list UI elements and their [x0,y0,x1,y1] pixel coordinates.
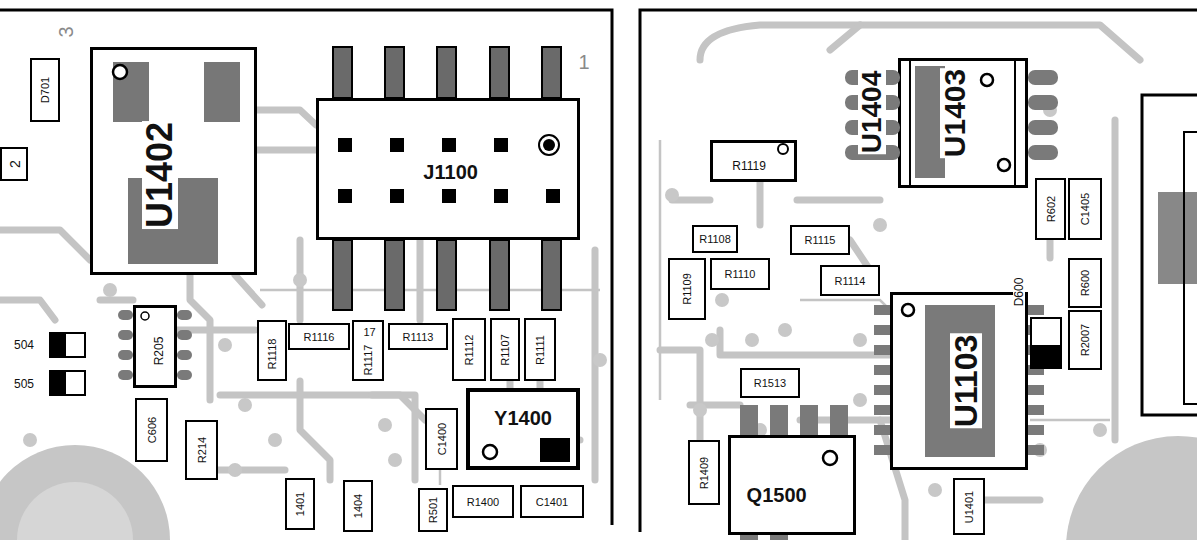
silkscreen-label: 504 [13,339,35,351]
component-outline: R1107 [490,318,520,381]
component-outline: 2 [0,147,28,181]
part-designator: R1108 [698,234,732,245]
component-outline: 1401 [285,478,315,530]
component-outline: 17R1117 [352,320,384,381]
component-outline: R1513 [740,368,800,398]
component-outline: C606 [135,398,168,462]
component-outline: R501 [418,488,448,532]
component-outline: R1118 [257,320,287,381]
part-designator: R602 [1045,195,1056,223]
part-designator: R1115 [804,235,837,246]
part-designator: R1109 [682,272,693,306]
component-outline: R1116 [288,323,350,350]
part-designator: R1111 [535,334,546,366]
part-designator: R1110 [724,269,757,280]
component-outline: Q1500 [728,435,856,535]
component-outline: R1409 [688,440,720,505]
part-designator: R205 [153,335,165,366]
part-designator: R1107 [500,333,511,367]
component-outline: R2007 [1068,310,1102,370]
component-outline: 1404 [343,480,373,532]
part-designator: 1401 [295,491,306,517]
component-outline: U1401 [953,478,985,535]
part-designator: R1119 [731,160,767,172]
component-outline: R600 [1068,258,1102,308]
component-outline: R1111 [524,318,556,381]
part-designator: R1116 [303,331,336,342]
part-designator: 2 [8,159,22,169]
part-designator: D701 [40,76,51,104]
silkscreen-label: 505 [13,378,35,390]
part-designator: U1402 [142,121,178,229]
component-outline: J1100 [316,98,580,240]
part-designator: U1401 [964,489,975,523]
component-outline: R1113 [388,323,448,350]
part-designator: R1117 [363,344,374,377]
part-designator: R1118 [267,337,278,370]
part-designator: U1103 [950,334,982,429]
part-designator: R501 [428,496,439,524]
part-designator: J1100 [422,162,479,182]
part-designator: Y1400 [493,408,553,428]
component-outline: R1400 [452,485,514,518]
component-outline: R205 [133,305,177,388]
part-designator: R600 [1080,269,1091,297]
part-designator: C1405 [1080,192,1091,226]
part-designator: U1403 [940,67,970,157]
component-outline: C1400 [425,408,458,470]
part-designator: C1401 [535,496,569,507]
component-outline: R1114 [820,265,880,296]
component-outline: R1108 [692,225,738,253]
part-designator: R1409 [699,455,710,489]
component-outline: R214 [185,420,218,480]
part-designator: 1404 [353,493,364,519]
part-designator: R1400 [466,496,500,507]
part-designator: C1400 [436,422,447,456]
component-outline: C1405 [1068,178,1102,240]
silkscreen-label: 1 [577,52,590,72]
part-designator: Q1500 [746,485,808,505]
component-outline: D701 [30,58,60,122]
component-outline: R602 [1035,178,1066,240]
silkscreen-label: 3 [56,25,76,38]
silkscreen-label: U1404 [858,70,886,155]
component-outline: R1109 [668,258,706,320]
part-designator: R2007 [1080,323,1091,357]
part-designator: 17 [362,327,376,338]
part-designator: R1513 [753,378,787,389]
component-outline: R1112 [452,318,486,381]
component-outline: R1115 [790,225,850,255]
part-designator: R1113 [402,331,435,342]
part-designator: R214 [196,436,207,464]
part-designator: R1112 [464,333,475,366]
part-designator: C606 [146,416,157,444]
component-outline: C1401 [520,485,584,518]
silkscreen-label: D600 [1013,277,1025,308]
component-outline: R1110 [710,258,770,290]
part-designator: R1114 [834,275,867,286]
